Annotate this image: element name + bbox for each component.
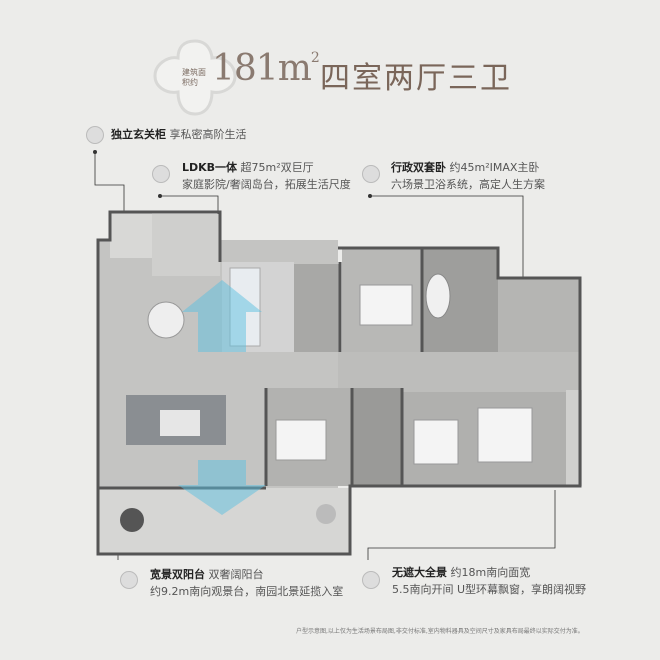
area-label: 建筑面积约 xyxy=(182,68,206,87)
view-arrows xyxy=(178,280,266,515)
area-value: 181m2 xyxy=(212,48,320,89)
arrow-up-icon xyxy=(182,280,262,352)
corridor xyxy=(338,352,580,392)
bathroom-1 xyxy=(294,264,340,352)
note-title: LDKB一体 xyxy=(182,161,238,174)
bay-window xyxy=(566,390,582,486)
note-title: 行政双套卧 xyxy=(391,161,446,174)
note-text: 超75m²双巨厅 xyxy=(237,161,314,174)
bathroom-2 xyxy=(352,388,402,486)
note-title: 独立玄关柜 xyxy=(111,128,166,141)
storage xyxy=(152,214,220,276)
note-text: 约18m南向面宽 xyxy=(447,566,531,579)
disclaimer: 户型示意图,以上仅为生活场景布局图,非交付标准,室内物料器具及空间尺寸及家具布局… xyxy=(296,628,584,635)
arrow-down-icon xyxy=(178,460,266,515)
note-title: 无遮大全景 xyxy=(392,566,447,579)
ldkb-badge-icon xyxy=(152,165,170,183)
layout-title: 四室两厅三卫 xyxy=(320,61,512,96)
title-block: 建筑面积约 181m2 四室两厅三卫 xyxy=(0,28,660,116)
entrance-badge-icon xyxy=(86,126,104,144)
note-text: 双奢阔阳台 xyxy=(205,568,264,581)
note-text: 约45m²IMAX主卧 xyxy=(446,161,540,174)
view-badge-icon xyxy=(362,571,380,589)
note-ldkb: LDKB一体 超75m²双巨厅家庭影院/奢阔岛台，拓展生活尺度 xyxy=(182,159,351,193)
quatrefoil-emblem-icon xyxy=(153,39,237,116)
furniture xyxy=(120,267,533,532)
note-text: 约9.2m南向观景台，南园北景延揽入室 xyxy=(150,585,344,598)
walls xyxy=(96,210,582,556)
note-suite: 行政双套卧 约45m²IMAX主卧六场景卫浴系统，高定人生方案 xyxy=(391,159,545,193)
note-text: 六场景卫浴系统，高定人生方案 xyxy=(391,178,545,191)
suite-badge-icon xyxy=(362,165,380,183)
balcony-badge-icon xyxy=(120,571,138,589)
note-view: 无遮大全景 约18m南向面宽 5.5南向开间 U型环幕飘窗，享朗阔视野 xyxy=(392,564,586,598)
note-text: 5.5南向开间 U型环幕飘窗，享朗阔视野 xyxy=(392,583,587,596)
note-text: 享私密高阶生活 xyxy=(166,128,247,141)
note-balcony: 宽景双阳台 双奢阔阳台约9.2m南向观景台，南园北景延揽入室 xyxy=(150,566,343,600)
area-unit: 2 xyxy=(310,50,320,66)
note-title: 宽景双阳台 xyxy=(150,568,205,581)
note-text: 家庭影院/奢阔岛台，拓展生活尺度 xyxy=(182,178,351,191)
area-number: 181m xyxy=(212,48,312,89)
note-entrance: 独立玄关柜 享私密高阶生活 xyxy=(111,126,247,143)
entrance xyxy=(110,212,152,258)
